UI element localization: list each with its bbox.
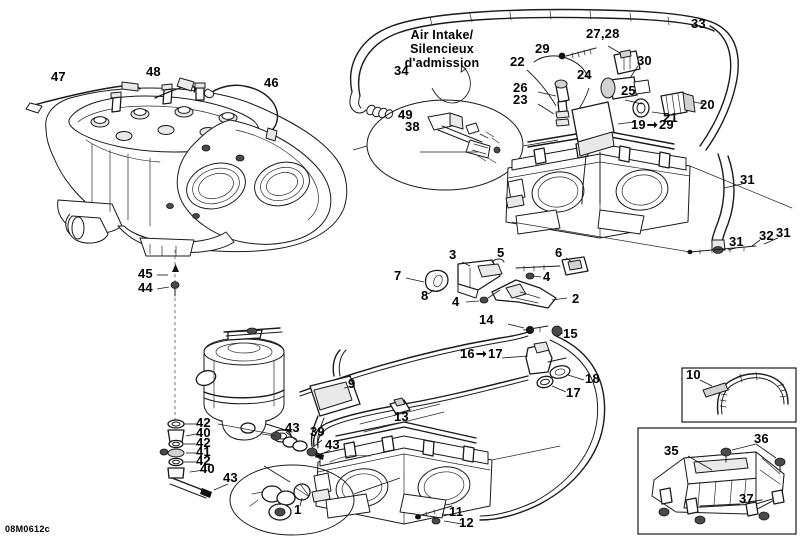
callout-22: 22 [510,54,525,69]
callout-19-label: 19 [631,117,646,132]
callout-9: 9 [348,376,356,391]
callout-21: 21 [663,110,678,125]
callout-40-a: 40 [196,425,211,440]
callout-30: 30 [637,53,652,68]
callout-26: 26 [513,80,528,95]
callout-34: 34 [394,63,409,78]
detail-circle-1 [229,464,401,536]
bolt-11-12 [415,445,561,525]
callout-12: 12 [459,515,474,530]
callout-10: 10 [686,367,701,382]
callout-47: 47 [51,69,66,84]
callout-31-b: 31 [729,234,744,249]
callout-32: 32 [759,228,774,243]
air-intake-duct [349,8,717,119]
callout-1: 1 [294,502,302,517]
callout-41: 41 [196,444,211,459]
callout-46: 46 [264,75,279,90]
inset-box-10 [681,367,797,423]
inset-box-35-36-37 [637,427,797,535]
callout-20: 20 [700,97,715,112]
callout-8: 8 [421,288,429,303]
air-intake-note: Air Intake/ Silencieux d'admission [404,28,480,70]
callout-49: 49 [398,107,413,122]
callout-42-c: 42 [196,453,211,468]
callout-7: 7 [394,268,402,283]
fuel-rail-small-parts [526,23,739,205]
callout-27-28: 27,28 [586,26,620,41]
callout-43-a: 43 [223,470,238,485]
callout-2: 2 [572,291,580,306]
sheet-code: 08M0612c [5,524,50,534]
callout-44: 44 [138,280,153,295]
callout-17-label: 17 [487,346,503,361]
callout-6: 6 [555,245,563,260]
callout-35: 35 [664,443,679,458]
callout-14: 14 [479,312,494,327]
callout-31-c: 31 [776,225,791,240]
detail-circle-49-38 [352,99,559,191]
callout-42-b: 42 [196,435,211,450]
callout-3: 3 [449,247,457,262]
callout-19-29: 19 ➞ 29 [631,118,674,132]
arrow-right-icon-2: ➞ [475,346,487,361]
callout-36: 36 [754,431,769,446]
callout-38: 38 [405,119,420,134]
hose-31-32 [511,153,793,255]
callout-37: 37 [739,491,754,506]
callout-31-a: 31 [740,172,755,187]
callout-25: 25 [621,83,636,98]
callout-33: 33 [691,16,706,31]
oil-tank [195,327,293,443]
main-harness-sweep [479,335,606,521]
callout-16-17: 16 ➞ 17 [460,347,503,361]
fastener-stack [156,250,229,499]
engine-block-assembly [45,82,348,257]
callout-17: 17 [566,385,581,400]
callout-42-a: 42 [196,415,211,430]
callout-48: 48 [146,64,161,79]
callout-4-a: 4 [543,269,551,284]
throttle-body-upper-parts [217,349,445,460]
callout-11: 11 [449,504,464,519]
callout-43-b: 43 [285,420,300,435]
callout-24: 24 [577,67,592,82]
callout-29-top: 29 [535,41,550,56]
callout-18: 18 [585,371,600,386]
engine-hoses [25,77,279,142]
throttle-body-assembly-lower [311,421,493,525]
callout-40-b: 40 [200,461,215,476]
arrow-right-icon: ➞ [646,117,658,132]
callout-29-label: 29 [658,117,674,132]
callout-23: 23 [513,92,528,107]
callout-5: 5 [497,245,505,260]
callout-13: 13 [394,409,409,424]
callout-15: 15 [563,326,578,341]
callout-16-label: 16 [460,346,475,361]
callout-43-c: 43 [325,437,340,452]
callout-45: 45 [138,266,153,281]
callout-4-b: 4 [452,294,460,309]
mid-bracket-parts [405,256,589,309]
callout-39: 39 [310,424,325,439]
